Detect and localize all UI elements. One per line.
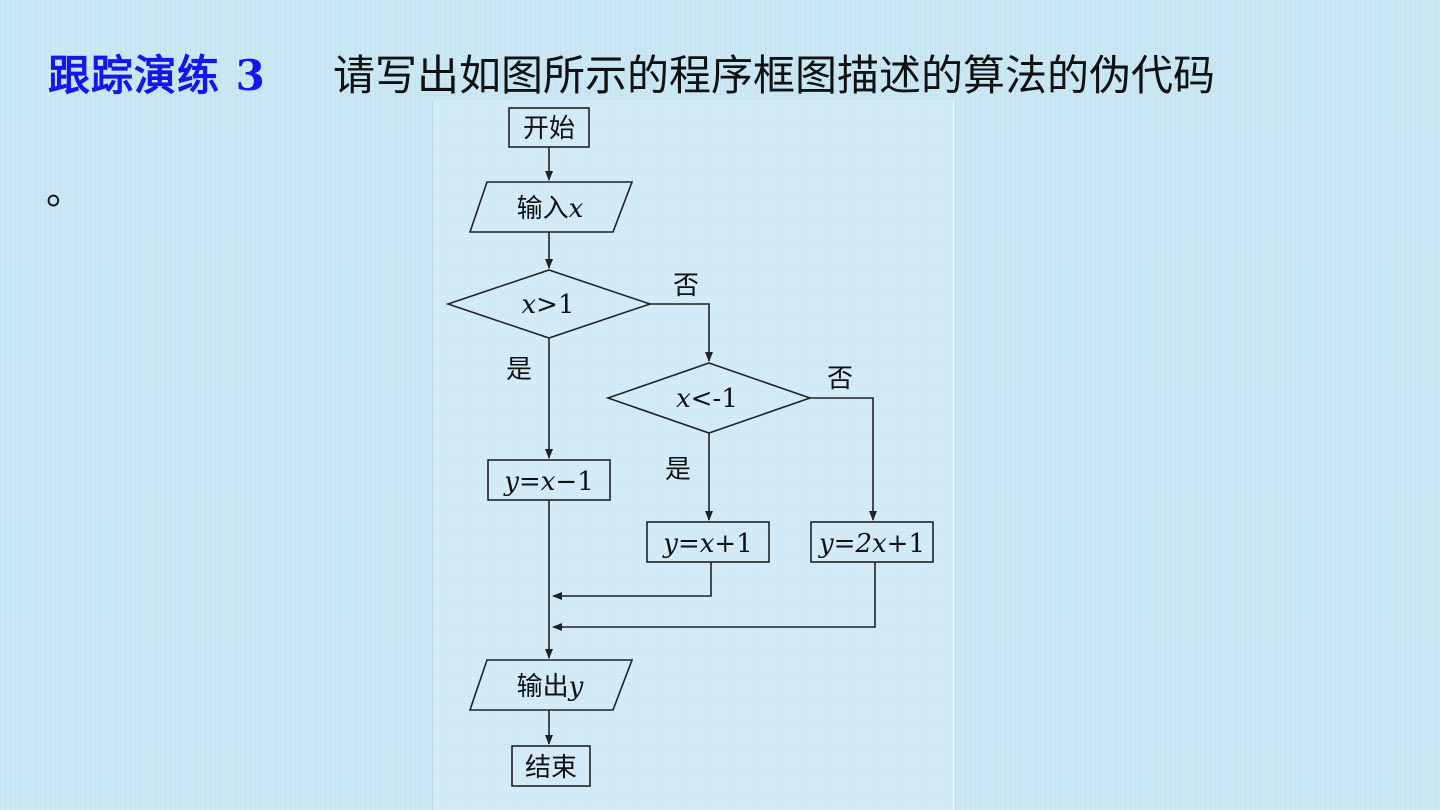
output-box — [468, 659, 634, 711]
cond2-no-label: 否 — [827, 364, 853, 394]
assign3-label: y=2x+1 — [818, 529, 925, 559]
start-label: 开始 — [523, 114, 575, 144]
cond1-no-label: 否 — [673, 271, 699, 301]
input-label: 输入x — [517, 194, 584, 224]
input-box — [468, 181, 634, 233]
edge-cond2-no — [810, 397, 877, 521]
end-label: 结束 — [525, 753, 577, 783]
exercise-label: 跟踪演练 3 — [48, 51, 266, 100]
end-box — [511, 745, 591, 787]
output-label: 输出y — [517, 672, 584, 702]
question-text: 请写出如图所示的程序框图描述的算法的伪代码 — [332, 51, 1215, 100]
cond2-yes-label: 是 — [665, 455, 691, 485]
edge-assign3-merge — [552, 562, 876, 631]
edge-cond1-no — [650, 303, 713, 362]
assign-y-2x-plus-1-box — [810, 521, 934, 563]
assign2-label: y=x+1 — [662, 529, 752, 559]
assign-y-x-plus-1-box — [646, 521, 770, 563]
cond1-yes-label: 是 — [506, 355, 532, 385]
assign1-label: y=x−1 — [503, 467, 593, 497]
cond2-label: x<-1 — [676, 384, 738, 414]
question-tail: 。 — [46, 169, 85, 213]
flowchart-panel — [432, 100, 954, 810]
slide-heading: 跟踪演练 3 请写出如图所示的程序框图描述的算法的伪代码 — [48, 42, 1215, 103]
cond1-label: x>1 — [522, 290, 575, 320]
edge-assign2-merge — [552, 562, 712, 600]
